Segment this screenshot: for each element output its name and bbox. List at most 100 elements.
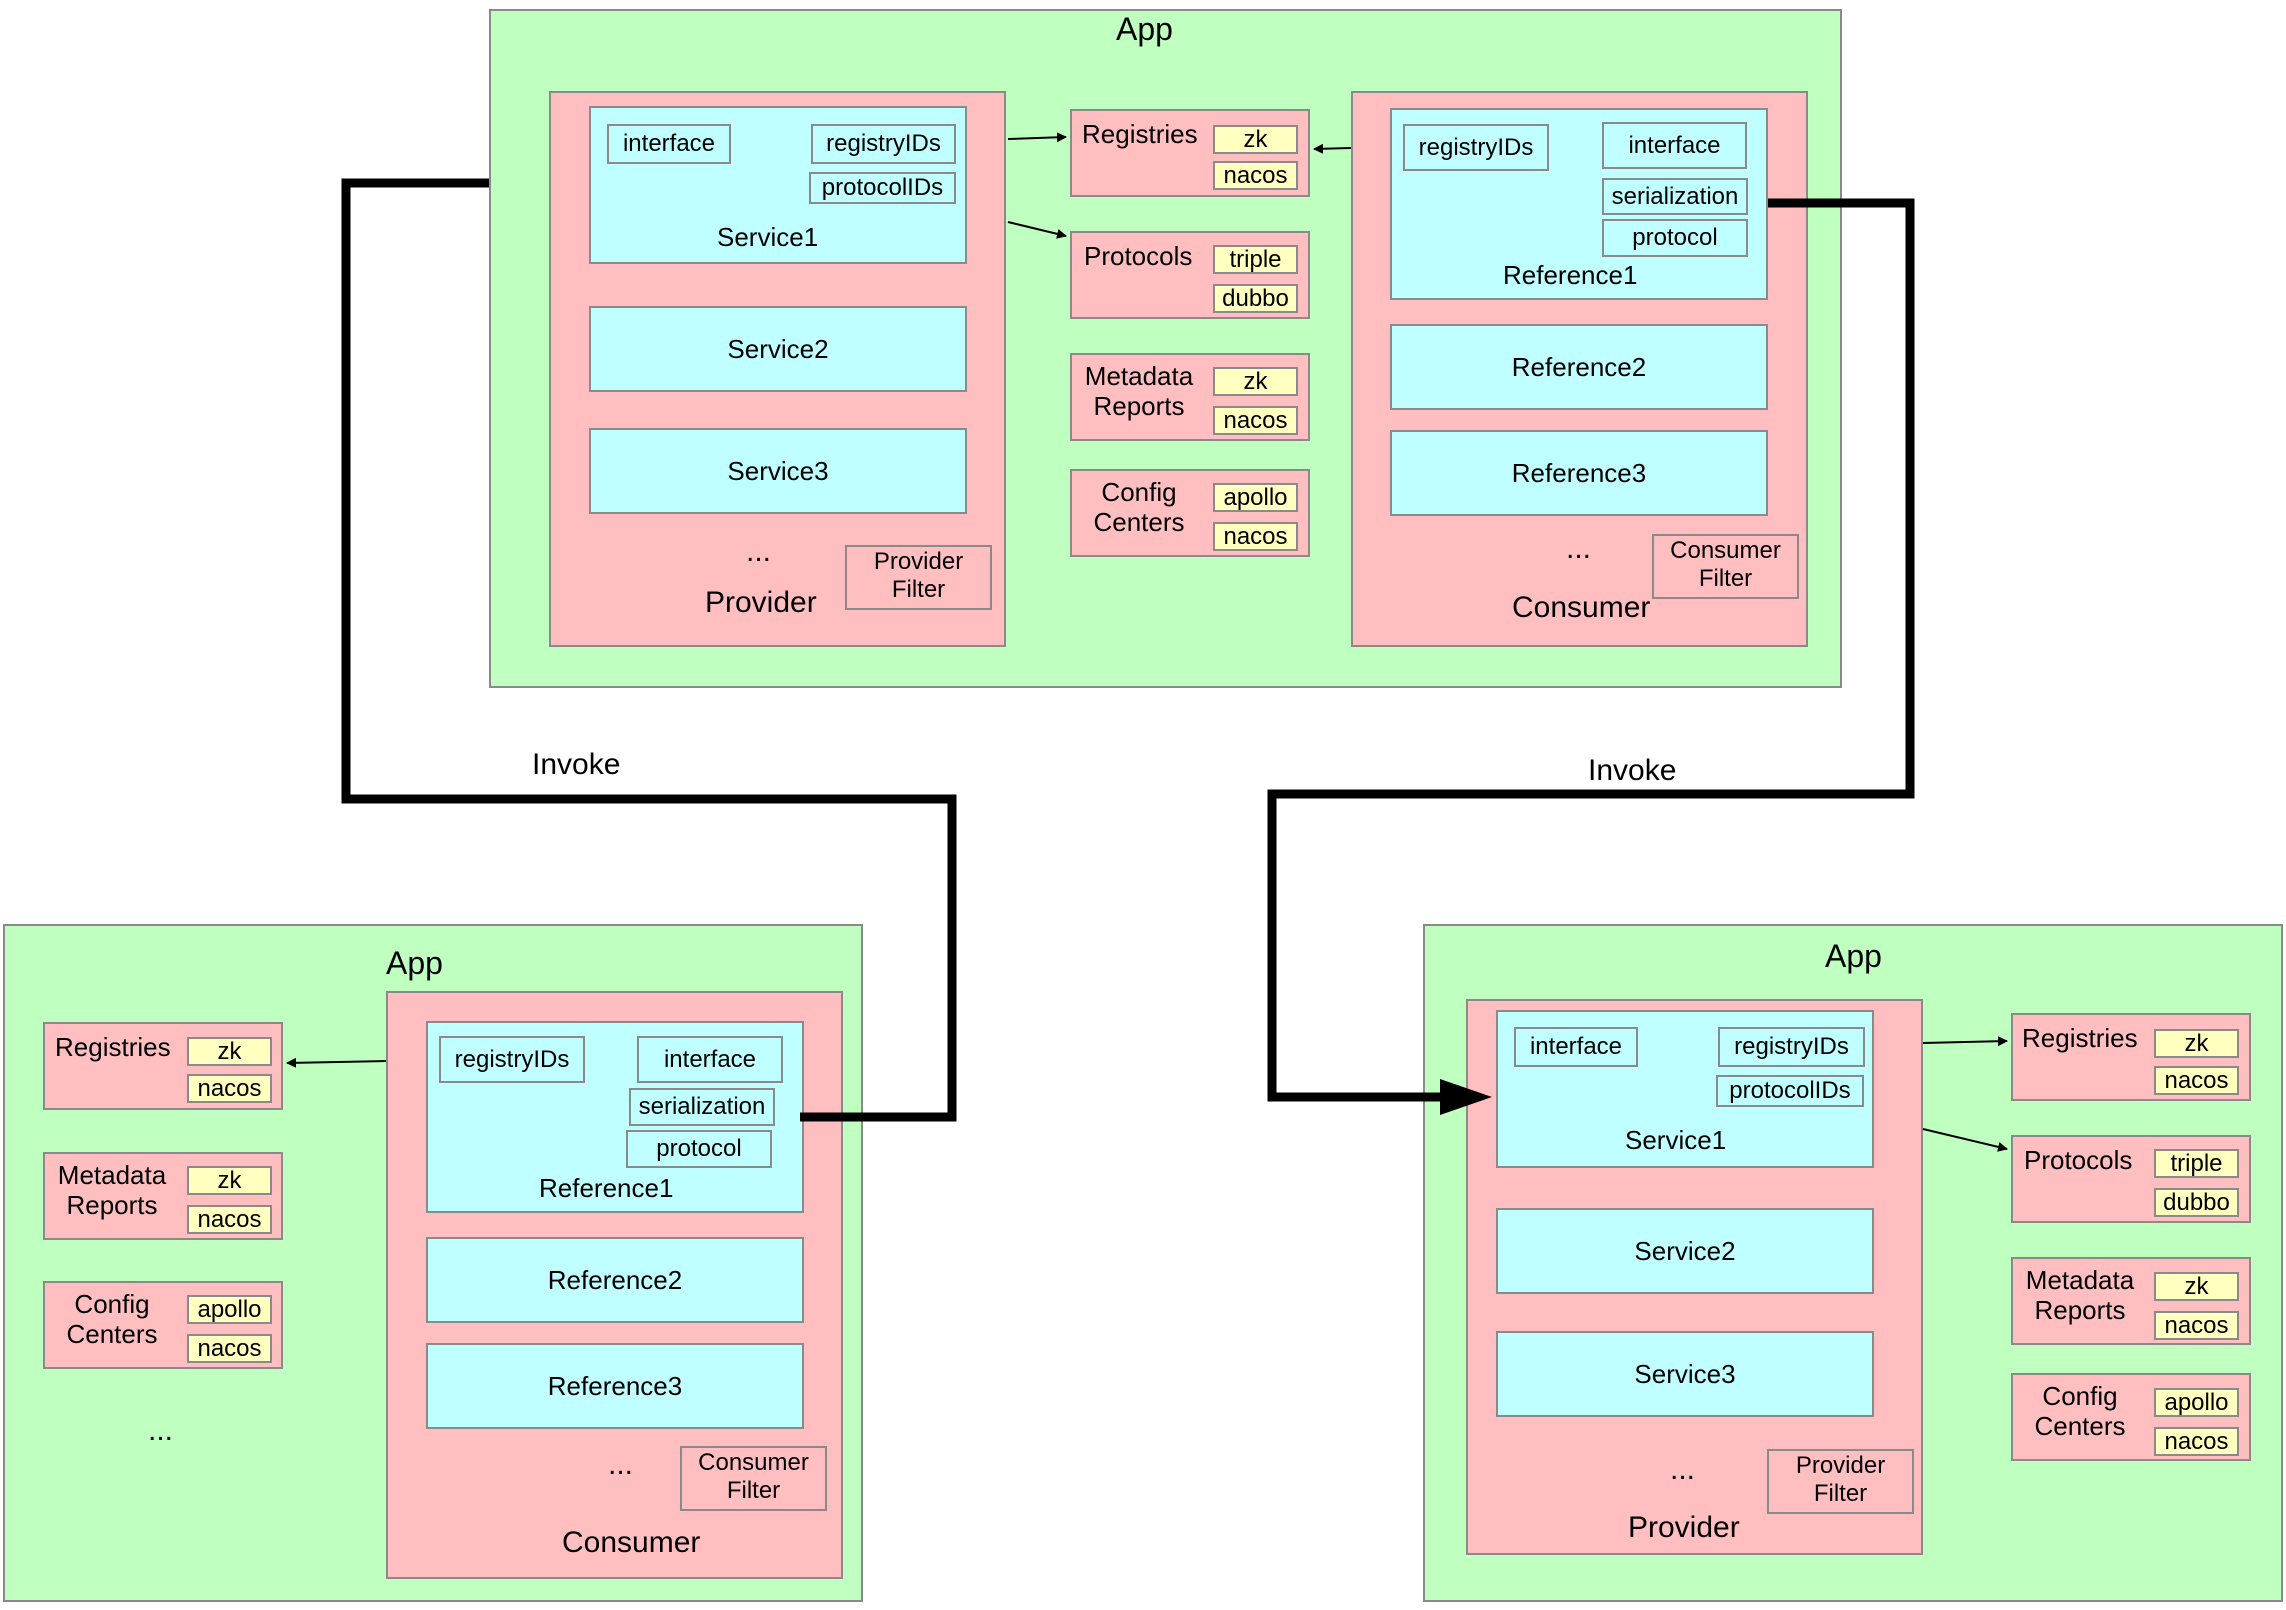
bl-config-centers-apollo: apollo [187, 1295, 272, 1324]
top-config-centers-apollo: apollo [1213, 483, 1298, 512]
br-provider-to-protocols-arrow [1922, 1128, 2008, 1152]
bl-metadata-reports-line1: Metadata [57, 1160, 167, 1190]
bl-reference3[interactable]: Reference3 [426, 1343, 804, 1429]
bl-config-centers-line2: Centers [66, 1319, 158, 1349]
top-config-centers-nacos: nacos [1213, 522, 1298, 551]
top-service1-to-protocols-arrow [1007, 221, 1067, 239]
top-registries-nacos: nacos [1213, 161, 1298, 190]
bl-reference1-interface-field: interface [637, 1036, 783, 1083]
top-service2[interactable]: Service2 [589, 306, 967, 392]
br-config-centers-nacos: nacos [2154, 1427, 2239, 1456]
top-consumer-filter-line1: Consumer [1670, 537, 1781, 564]
top-provider-filter-line2: Filter [891, 576, 946, 603]
br-provider-filter-line2: Filter [1813, 1480, 1868, 1507]
br-service3[interactable]: Service3 [1496, 1331, 1874, 1417]
br-config-centers-apollo: apollo [2154, 1388, 2239, 1417]
br-service1[interactable] [1496, 1010, 1874, 1168]
top-reference3[interactable]: Reference3 [1390, 430, 1768, 516]
bl-metadata-reports-line2: Reports [66, 1190, 158, 1220]
bl-reference1-protocol-field: protocol [626, 1130, 772, 1168]
top-metadata-reports-nacos: nacos [1213, 406, 1298, 435]
top-registries-label: Registries [1082, 119, 1198, 149]
top-protocols-triple: triple [1213, 245, 1298, 274]
top-provider-label: Provider [705, 586, 817, 619]
bottom-right-app-title: App [1825, 938, 1882, 974]
top-metadata-reports-line2: Reports [1093, 391, 1185, 421]
br-protocols-triple: triple [2154, 1149, 2239, 1178]
top-reference1[interactable] [1390, 108, 1768, 300]
top-service1-to-registries-arrow [1007, 132, 1067, 143]
br-metadata-reports-zk: zk [2154, 1272, 2239, 1301]
top-service1-registryids-field: registryIDs [811, 124, 956, 164]
bl-metadata-reports-nacos: nacos [187, 1205, 272, 1234]
br-provider-ellipsis: ... [1670, 1453, 1696, 1486]
top-service1-protocolids-field: protocolIDs [809, 172, 956, 204]
top-consumer-label: Consumer [1512, 591, 1651, 624]
br-provider-filter-line1: Provider [1795, 1452, 1886, 1479]
bottom-left-app-title: App [386, 945, 443, 981]
bl-config-centers-line1: Config [74, 1289, 150, 1319]
top-provider-filter [845, 545, 992, 610]
bl-consumer-to-registries-arrow [286, 1057, 387, 1068]
invoke-right-label: Invoke [1588, 754, 1677, 787]
br-service1-interface-field: interface [1514, 1027, 1638, 1067]
bl-configs-ellipsis: ... [148, 1414, 174, 1447]
br-registries-zk: zk [2154, 1029, 2239, 1058]
top-metadata-reports-zk: zk [1213, 367, 1298, 396]
top-reference1-registryids-field: registryIDs [1403, 124, 1549, 171]
br-service1-label: Service1 [1625, 1125, 1727, 1155]
top-reference1-protocol-field: protocol [1602, 219, 1748, 257]
bl-consumer-filter [680, 1446, 827, 1511]
top-reference1-interface-field: interface [1602, 122, 1747, 169]
invoke-right-line [1267, 198, 1915, 1102]
bl-registries-nacos: nacos [187, 1074, 272, 1103]
bl-consumer-label: Consumer [562, 1526, 701, 1559]
br-config-centers-line1: Config [2042, 1381, 2118, 1411]
bl-reference1-registryids-field: registryIDs [439, 1036, 585, 1083]
br-service1-registryids-field: registryIDs [1718, 1027, 1865, 1067]
br-metadata-reports-line2: Reports [2034, 1295, 2126, 1325]
invoke-left-line [341, 178, 957, 1122]
top-consumer-ellipsis: ... [1566, 532, 1592, 565]
top-consumer-to-registries-arrow [1313, 143, 1352, 154]
bl-reference1[interactable] [426, 1021, 804, 1213]
br-protocols-label: Protocols [2024, 1145, 2133, 1175]
br-metadata-reports-line1: Metadata [2025, 1265, 2135, 1295]
top-registries-zk: zk [1213, 125, 1298, 154]
bl-reference1-label: Reference1 [539, 1173, 674, 1203]
top-reference1-label: Reference1 [1503, 260, 1638, 290]
br-config-centers-line2: Centers [2034, 1411, 2126, 1441]
bl-consumer-filter-line2: Filter [726, 1477, 781, 1504]
top-consumer-filter [1652, 534, 1799, 599]
bl-reference2[interactable]: Reference2 [426, 1237, 804, 1323]
top-reference1-serialization-field: serialization [1602, 178, 1748, 215]
br-registries-nacos: nacos [2154, 1066, 2239, 1095]
top-consumer-filter-line2: Filter [1698, 565, 1753, 592]
br-metadata-reports-nacos: nacos [2154, 1311, 2239, 1340]
bl-config-centers-nacos: nacos [187, 1334, 272, 1363]
top-service3[interactable]: Service3 [589, 428, 967, 514]
top-protocols-dubbo: dubbo [1213, 284, 1298, 313]
br-protocols-dubbo: dubbo [2154, 1188, 2239, 1217]
br-provider-label: Provider [1628, 1511, 1740, 1544]
top-config-centers-line2: Centers [1093, 507, 1185, 537]
invoke-right-arrowhead [1440, 1079, 1492, 1115]
br-provider-to-registries-arrow [1922, 1036, 2008, 1047]
invoke-left-label: Invoke [532, 748, 621, 781]
bl-registries-label: Registries [55, 1032, 171, 1062]
bl-registries-zk: zk [187, 1037, 272, 1066]
top-service1-label: Service1 [717, 222, 819, 252]
br-provider-filter [1767, 1449, 1914, 1514]
br-registries-label: Registries [2022, 1023, 2138, 1053]
top-service1-interface-field: interface [607, 124, 731, 164]
br-service1-protocolids-field: protocolIDs [1716, 1075, 1864, 1107]
bl-consumer-ellipsis: ... [608, 1448, 634, 1481]
br-service2[interactable]: Service2 [1496, 1208, 1874, 1294]
top-protocols-label: Protocols [1084, 241, 1193, 271]
top-service1[interactable] [589, 106, 967, 264]
top-config-centers-line1: Config [1101, 477, 1177, 507]
top-metadata-reports-line1: Metadata [1084, 361, 1194, 391]
top-provider-ellipsis: ... [746, 535, 772, 568]
top-reference2[interactable]: Reference2 [1390, 324, 1768, 410]
